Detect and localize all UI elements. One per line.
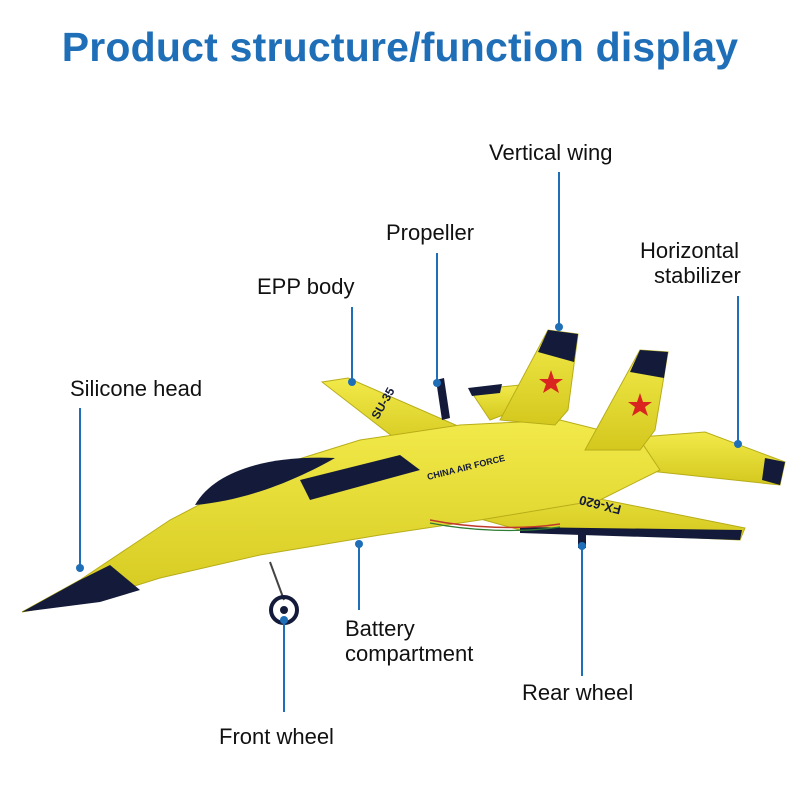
callout-dot-epp-body: [348, 378, 356, 386]
battery-wires: [429, 519, 561, 529]
red-star-near: [628, 393, 652, 416]
label-front-wheel: Front wheel: [219, 724, 334, 749]
callout-dot-vertical-wing: [555, 323, 563, 331]
label-battery-1: Battery: [345, 616, 415, 641]
label-battery-2: compartment: [345, 641, 474, 666]
label-vertical-wing: Vertical wing: [489, 140, 613, 165]
airplane: [21, 329, 786, 625]
canopy: [195, 457, 335, 505]
callout-dot-rear-wheel: [578, 542, 586, 550]
far-stabilizer-tip: [468, 384, 502, 396]
red-star-far: [539, 370, 563, 393]
callout-dot-silicone-head: [76, 564, 84, 572]
battery-wires-2: [429, 522, 561, 532]
callout-dot-front-wheel: [280, 616, 288, 624]
page-title: Product structure/function display: [61, 24, 739, 70]
vertical-wing-near-tip: [630, 350, 668, 378]
label-epp-body: EPP body: [257, 274, 355, 299]
nose-cone: [22, 565, 140, 612]
stabilizer-tip: [762, 458, 785, 485]
label-horizontal-stabilizer-2: stabilizer: [654, 263, 741, 288]
label-horizontal-stabilizer-1: Horizontal: [640, 238, 740, 263]
label-silicone-head: Silicone head: [70, 376, 203, 401]
rear-wheel: [578, 528, 586, 548]
callout-lines: [76, 172, 742, 712]
label-propeller: Propeller: [386, 220, 475, 245]
front-wheel-hub: [280, 606, 288, 614]
callout-dot-battery: [355, 540, 363, 548]
callout-dot-propeller: [433, 379, 441, 387]
right-wing-edge: [520, 527, 742, 540]
air-intake: [300, 455, 420, 500]
vertical-wing-far-tip: [538, 330, 578, 362]
propeller: [436, 378, 450, 420]
front-wheel-strut: [269, 561, 285, 601]
callout-dot-horizontal-stabilizer: [734, 440, 742, 448]
label-rear-wheel: Rear wheel: [522, 680, 634, 705]
